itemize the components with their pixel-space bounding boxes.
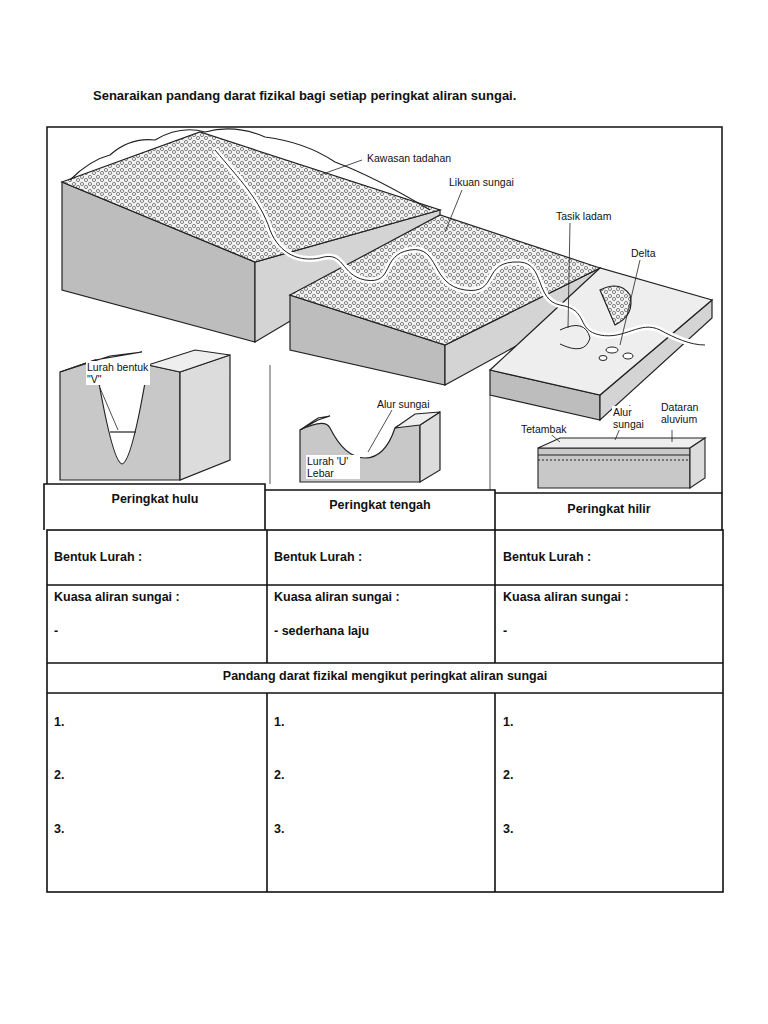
list-number: 1. [503, 715, 513, 729]
worksheet-title: Senaraikan pandang darat fizikal bagi se… [93, 89, 516, 104]
callout-label: Tetambak [520, 423, 568, 435]
table-cell: - [503, 624, 507, 638]
callout-label: Likuan sungai [448, 176, 515, 188]
list-number: 3. [503, 822, 513, 836]
table-cell: - [54, 624, 58, 638]
table-cell: Kuasa aliran sungai : [54, 590, 180, 604]
table-cell: Bentuk Lurah : [274, 550, 362, 564]
table-cell: Kuasa aliran sungai : [503, 590, 629, 604]
table-header: Peringkat tengah [268, 498, 492, 512]
callout-label: Alur sungai [612, 406, 652, 430]
callout-label: Lurah bentuk "V" [86, 361, 150, 385]
list-number: 2. [274, 768, 284, 782]
table-cell: Bentuk Lurah : [54, 550, 142, 564]
callout-label: Dataran aluvium [660, 401, 720, 425]
table-header: Peringkat hilir [498, 502, 720, 516]
callout-label: Delta [630, 247, 657, 259]
table-cell: - sederhana laju [274, 624, 369, 638]
list-number: 3. [54, 822, 64, 836]
callout-label: Tasik ladam [555, 210, 612, 222]
list-number: 2. [54, 768, 64, 782]
list-number: 1. [274, 715, 284, 729]
list-number: 3. [274, 822, 284, 836]
table-cell: Kuasa aliran sungai : [274, 590, 400, 604]
callout-label: Kawasan tadahan [366, 152, 452, 164]
table-header: Pandang darat fizikal mengikut peringkat… [50, 669, 720, 683]
callout-label: Lurah 'U' Lebar [306, 455, 360, 479]
list-number: 2. [503, 768, 513, 782]
callout-label: Alur sungai [376, 398, 431, 410]
table-cell: Bentuk Lurah : [503, 550, 591, 564]
list-number: 1. [54, 715, 64, 729]
table-header: Peringkat hulu [48, 492, 262, 506]
